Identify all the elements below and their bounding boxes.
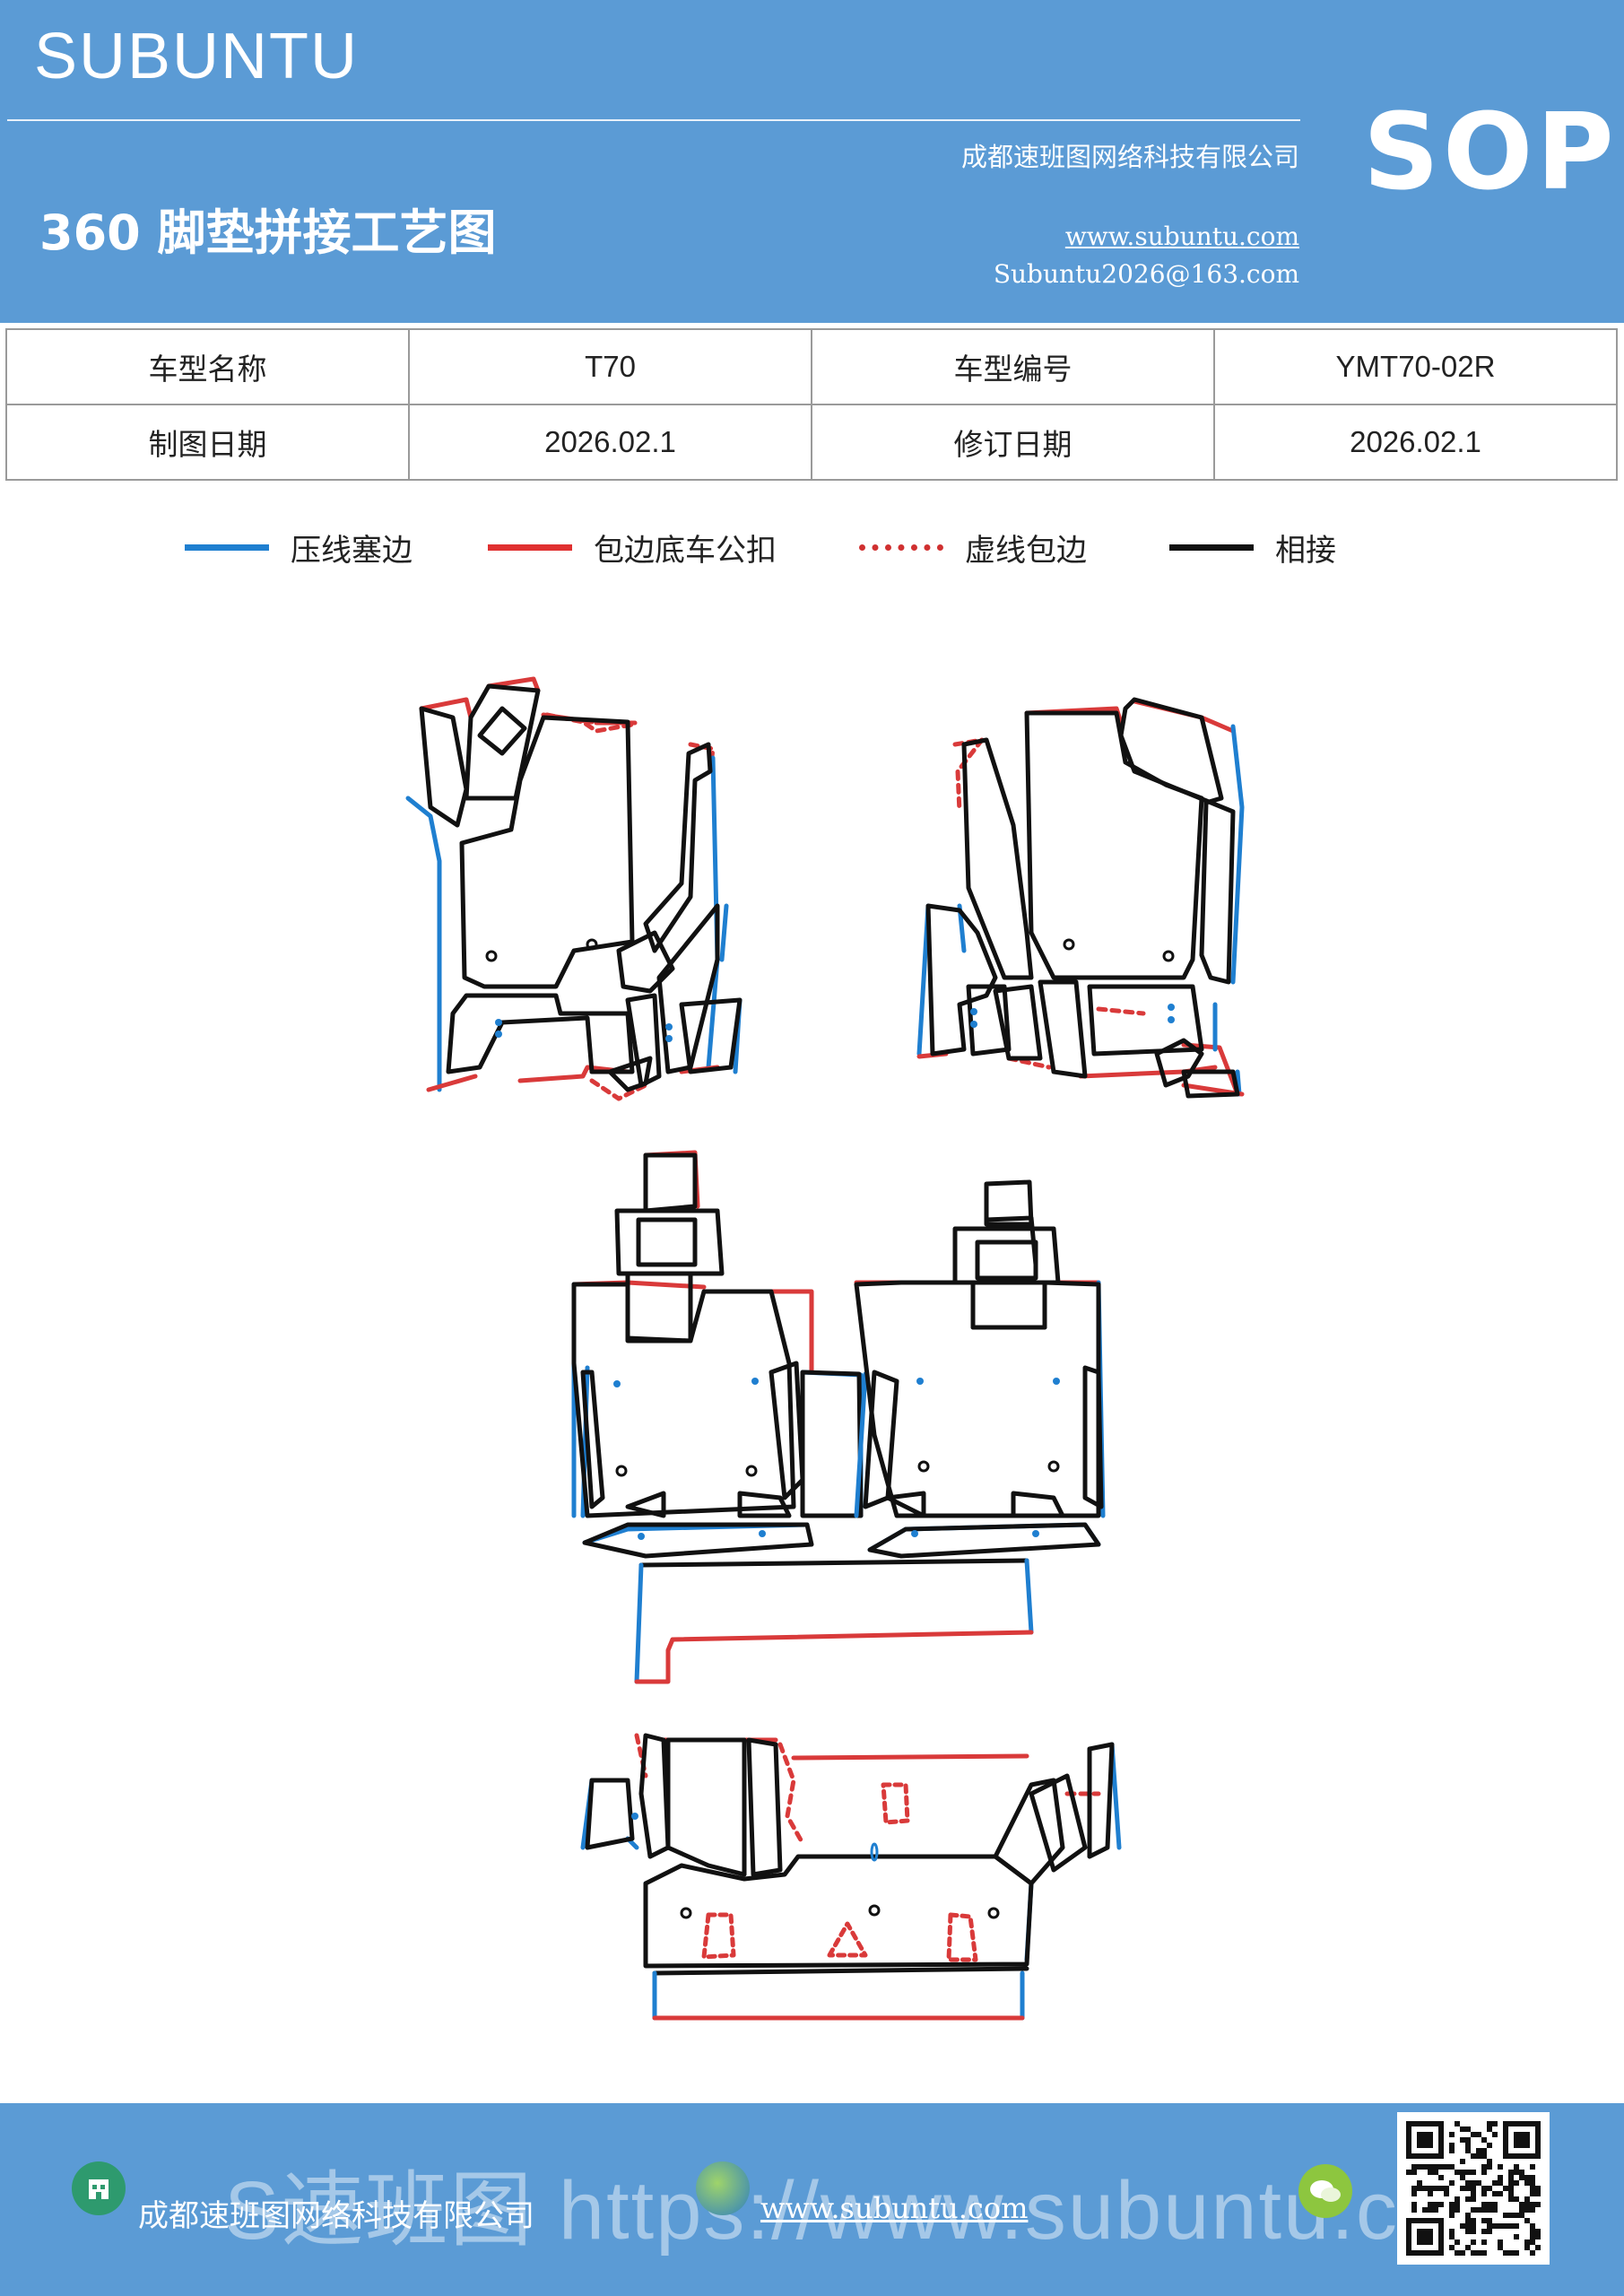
legend-label: 虚线包边 [965, 532, 1087, 569]
document-title: 360 脚垫拼接工艺图 [39, 204, 497, 261]
qr-code[interactable] [1397, 2112, 1550, 2265]
building-icon [72, 2161, 126, 2215]
legend-label: 压线塞边 [291, 532, 413, 569]
draw-date-label: 制图日期 [5, 404, 410, 481]
footer-band: S速班图 https://www.subuntu.com 成都速班图网络科技有限… [0, 2103, 1624, 2296]
legend-swatch [185, 544, 269, 551]
front-right-mat [916, 697, 1245, 1099]
header-company: 成都速班图网络科技有限公司 [960, 142, 1299, 172]
legend-item-dashed-edge: 虚线包边 [859, 520, 1087, 574]
table-row: 制图日期 2026.02.1 修订日期 2026.02.1 [5, 404, 1618, 481]
sop-badge: SOP [1363, 90, 1618, 213]
footer-website-link[interactable]: www.subuntu.com [760, 2191, 1029, 2225]
header-band: SUBUNTU SOP 360 脚垫拼接工艺图 成都速班图网络科技有限公司 ww… [0, 0, 1624, 323]
revision-date-value: 2026.02.1 [1213, 404, 1618, 481]
third-row-mats [580, 1733, 1122, 2021]
header-email[interactable]: Subuntu2026@163.com [993, 259, 1299, 289]
legend-swatch [859, 544, 943, 551]
legend-item-press-line: 压线塞边 [185, 520, 413, 574]
legend-label: 相接 [1275, 532, 1336, 569]
model-code-label: 车型编号 [811, 328, 1215, 405]
table-row: 车型名称 T70 车型编号 YMT70-02R [5, 328, 1618, 405]
line-legend: 压线塞边 包边底车公扣 虚线包边 相接 [0, 520, 1624, 574]
model-name-value: T70 [408, 328, 812, 405]
vehicle-info-table: 车型名称 T70 车型编号 YMT70-02R 制图日期 2026.02.1 修… [5, 328, 1618, 481]
front-left-mat [405, 676, 743, 1101]
second-row-mats [571, 1150, 1106, 1684]
draw-date-value: 2026.02.1 [408, 404, 812, 481]
model-name-label: 车型名称 [5, 328, 410, 405]
model-code-value: YMT70-02R [1213, 328, 1618, 405]
legend-label: 包边底车公扣 [594, 532, 777, 569]
globe-icon [696, 2161, 750, 2215]
legend-item-edge-clip: 包边底车公扣 [488, 520, 777, 574]
legend-item-join: 相接 [1169, 520, 1336, 574]
legend-swatch [1169, 544, 1254, 551]
legend-swatch [488, 544, 572, 551]
header-divider [7, 119, 1300, 121]
wechat-icon [1298, 2164, 1352, 2218]
header-website-link[interactable]: www.subuntu.com [1064, 222, 1299, 251]
revision-date-label: 修订日期 [811, 404, 1215, 481]
brand-name: SUBUNTU [34, 21, 360, 92]
footer-company: 成都速班图网络科技有限公司 [138, 2198, 534, 2234]
